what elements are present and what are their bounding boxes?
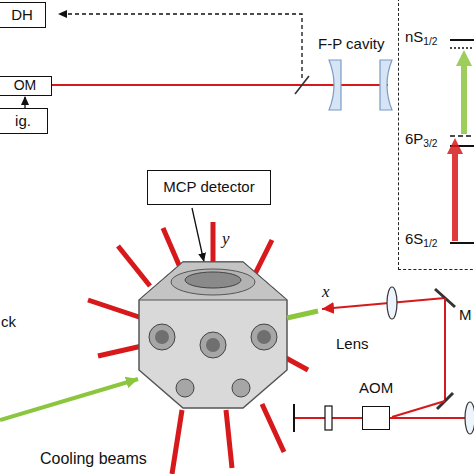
virtual-level xyxy=(450,135,474,137)
mcp-detector-box: MCP detector xyxy=(147,170,271,205)
laser-beam xyxy=(0,84,388,86)
control-signal-line xyxy=(24,96,25,108)
viewport-window xyxy=(206,338,220,352)
cooling-beam xyxy=(118,246,150,286)
pdh-box: DH xyxy=(0,2,46,28)
cavity-mirror xyxy=(329,60,341,110)
coupling-transition xyxy=(456,50,472,134)
box-label: DH xyxy=(11,7,33,24)
probe-beam xyxy=(392,401,445,417)
box-label: ig. xyxy=(15,113,31,130)
cooling-beam xyxy=(254,240,272,276)
chamber-body xyxy=(139,262,287,408)
cavity-mirror xyxy=(380,60,392,110)
viewport-window xyxy=(155,330,169,344)
coupling-beam xyxy=(287,311,318,318)
beam-label: ck xyxy=(1,314,16,331)
viewport-window xyxy=(257,330,271,344)
axis-label: y xyxy=(222,230,230,249)
eom-box: OM xyxy=(0,76,52,96)
lock-beam xyxy=(0,379,138,420)
cooling-beam xyxy=(286,358,308,370)
lens-label: Lens xyxy=(336,336,369,353)
signal-generator-box: ig. xyxy=(0,108,48,134)
mirror-label: M xyxy=(459,307,472,324)
cavity-label: F-P cavity xyxy=(318,36,384,53)
energy-level xyxy=(450,242,474,244)
axis-label: x xyxy=(322,283,330,302)
virtual-level xyxy=(450,47,474,49)
vacuum-chamber xyxy=(139,262,287,408)
cooling-beam xyxy=(172,410,182,474)
cooling-beams-label: Cooling beams xyxy=(40,450,147,468)
level-label: nS1/2 xyxy=(405,29,438,46)
level-label: 6P3/2 xyxy=(405,131,438,148)
box-label: OM xyxy=(14,78,37,93)
cooling-beam xyxy=(98,346,142,356)
lens xyxy=(387,287,397,319)
aom-crystal xyxy=(362,406,390,430)
detector-arrow xyxy=(192,208,204,262)
cooling-beam xyxy=(262,404,284,452)
cooling-beam xyxy=(226,410,232,468)
aom-box: AOM xyxy=(352,380,400,432)
viewport xyxy=(251,324,277,350)
beam-splitter xyxy=(295,76,309,94)
viewport xyxy=(232,379,250,397)
chamber-top xyxy=(139,262,287,300)
energy-level-panel: nS1/2 6P3/2 6S1/2 xyxy=(398,0,474,270)
viewport xyxy=(149,324,175,350)
lens xyxy=(465,402,474,434)
cooling-beam xyxy=(88,300,142,318)
top-flange xyxy=(171,269,255,295)
feedback-line xyxy=(58,14,302,78)
aom-label: AOM xyxy=(359,380,393,397)
probe-transition xyxy=(447,138,463,241)
probe-beam xyxy=(444,298,446,400)
box-label: MCP detector xyxy=(163,179,254,196)
cooling-beam xyxy=(211,222,216,266)
energy-level xyxy=(450,39,474,41)
top-window xyxy=(185,272,241,288)
probe-beam xyxy=(322,298,445,309)
viewport xyxy=(200,332,226,358)
retro-mirror xyxy=(293,404,295,432)
wave-plate xyxy=(325,406,332,430)
level-label: 6S1/2 xyxy=(405,231,438,248)
cooling-beams xyxy=(88,222,308,474)
viewport xyxy=(176,379,194,397)
